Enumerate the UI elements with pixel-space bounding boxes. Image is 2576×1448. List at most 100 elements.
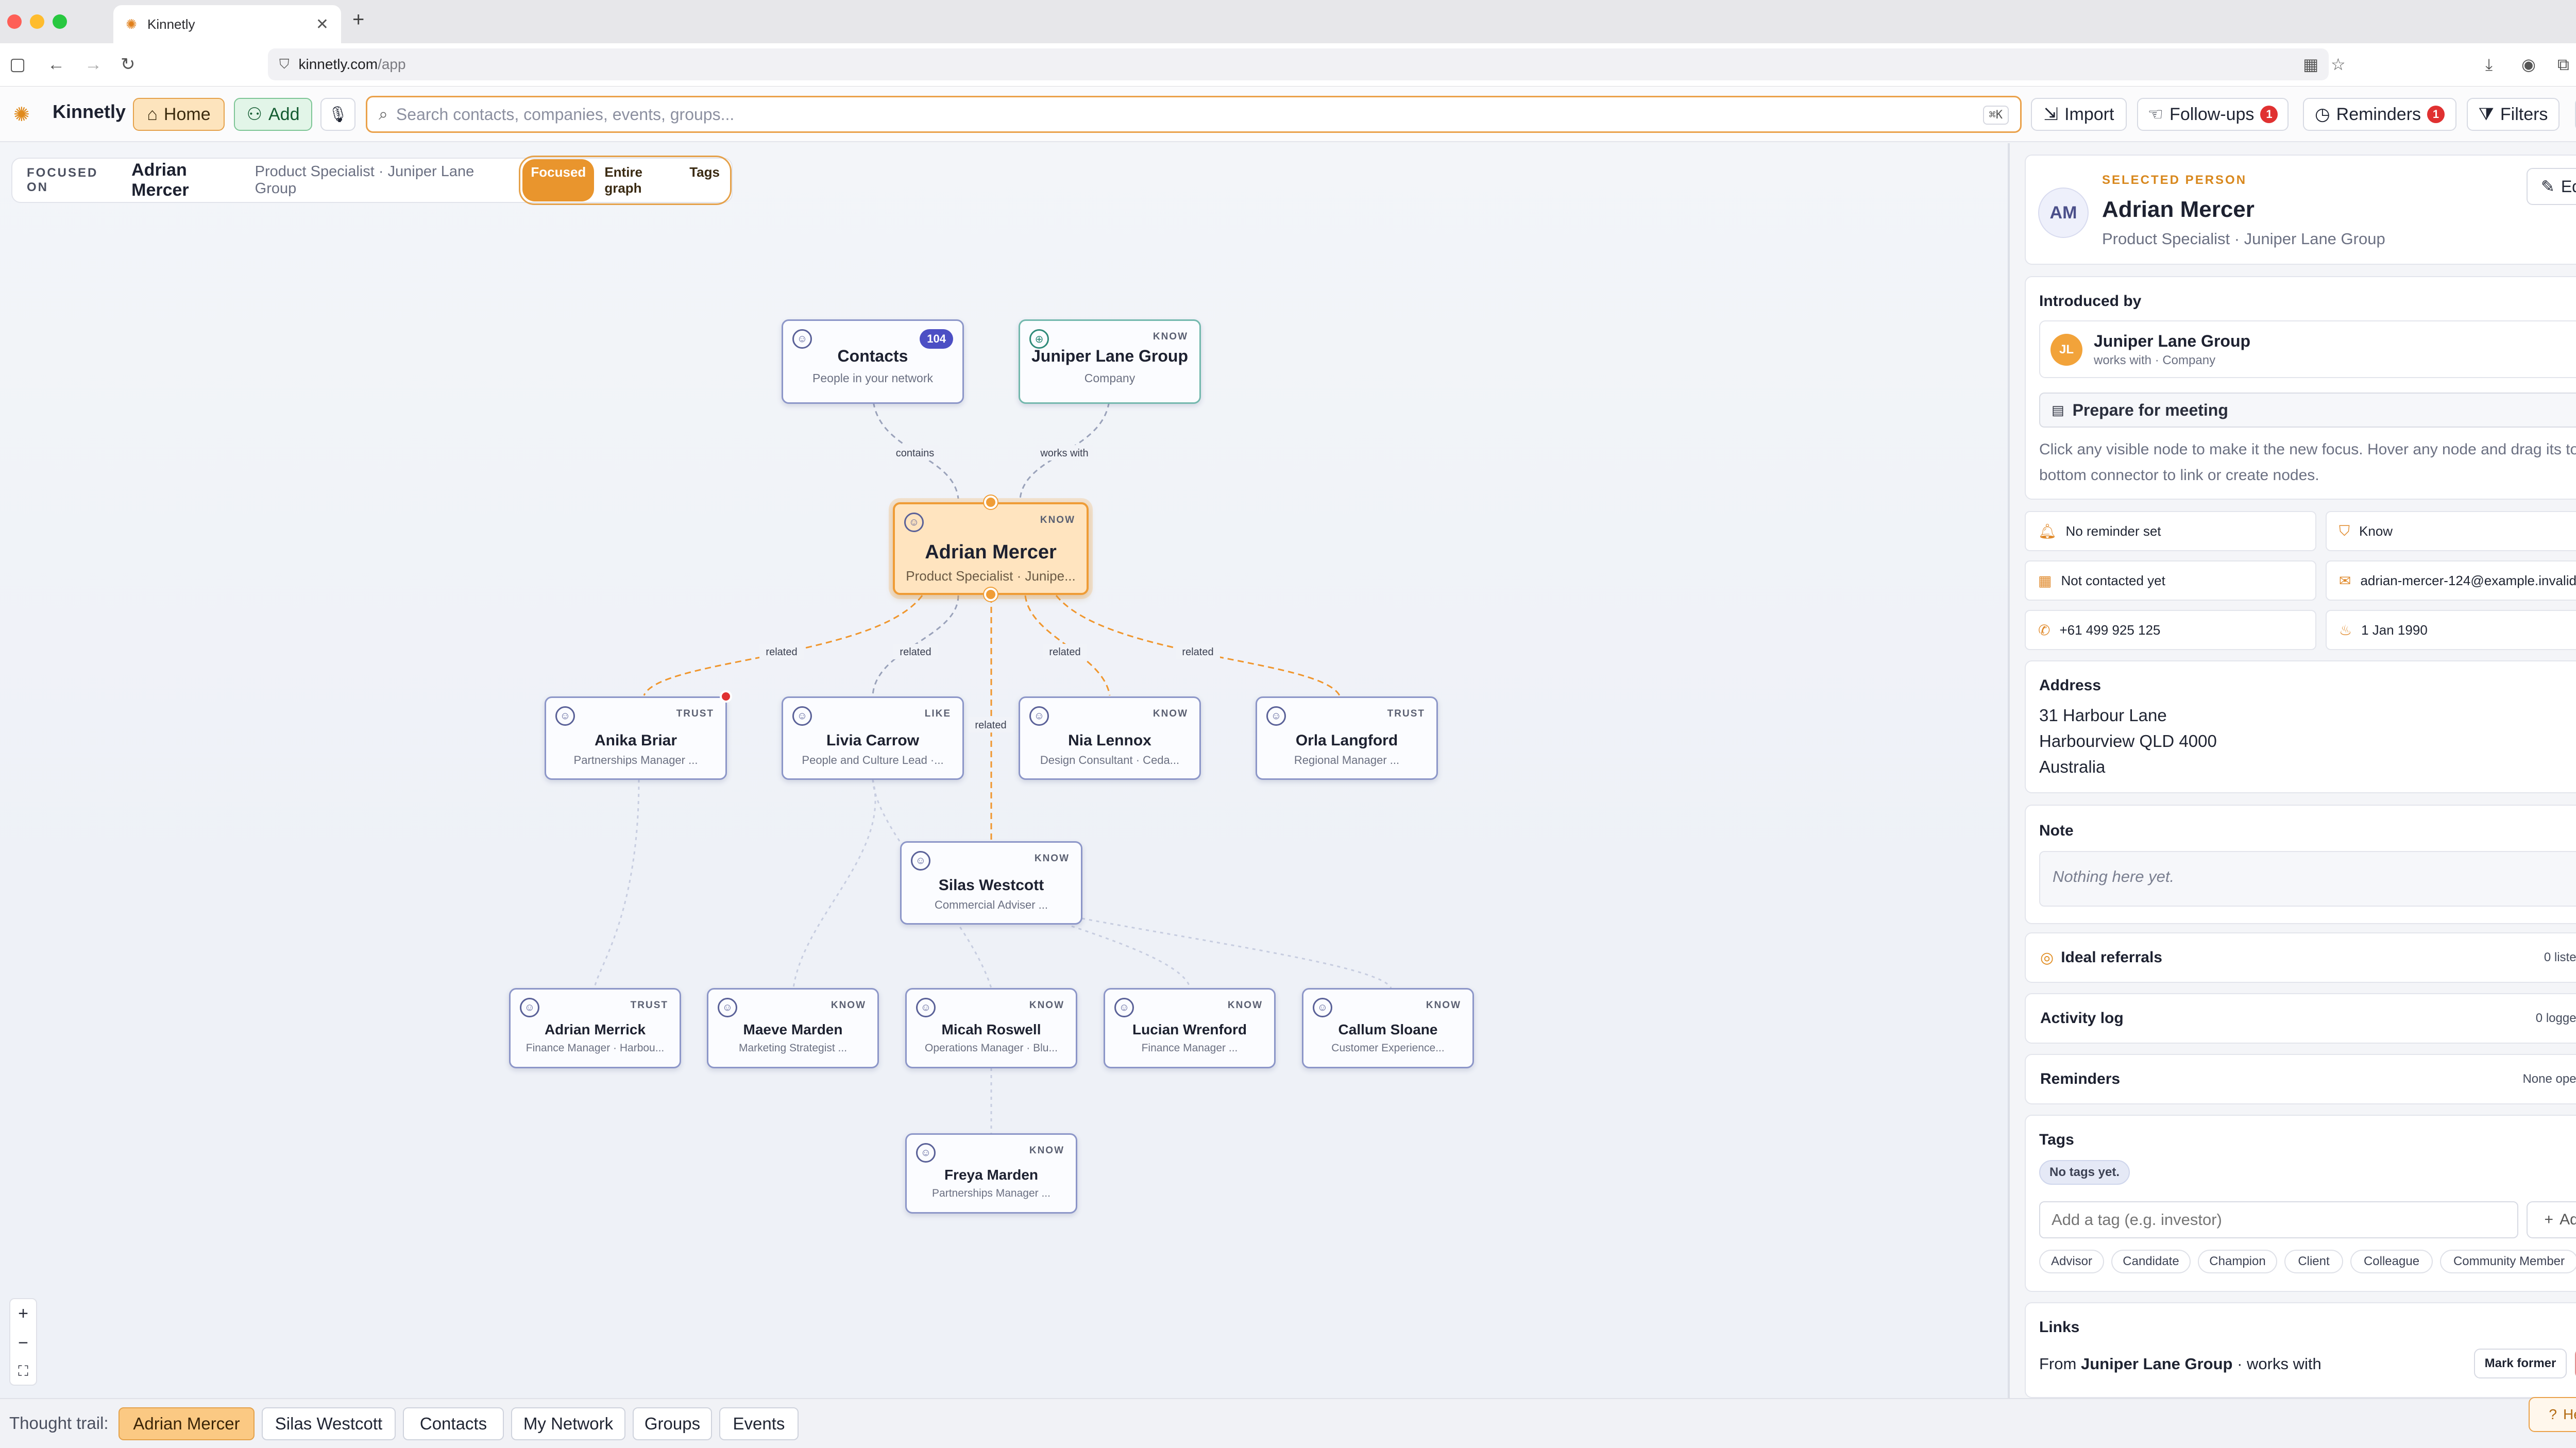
sidebar-toggle-icon[interactable]: ▢ — [9, 55, 26, 74]
introducer-name: Juniper Lane Group — [2094, 332, 2251, 350]
focus-bottom-connector[interactable] — [984, 588, 997, 601]
birthday-field[interactable]: ♨ 1 Jan 1990 — [2326, 610, 2576, 650]
downloads-icon[interactable]: ⤓ — [2485, 55, 2493, 74]
node-subtitle: Partnerships Manager ... — [932, 1187, 1050, 1199]
activity-log-section[interactable]: Activity log 0 logged⌄ — [2025, 993, 2576, 1044]
voice-input-button[interactable]: 🎙︎ — [320, 98, 355, 131]
node-name: Maeve Marden — [743, 1021, 843, 1037]
search-icon: ⌕ — [379, 105, 388, 123]
node-orla-langford[interactable]: ☺ TRUST Orla Langford Regional Manager .… — [1256, 696, 1438, 780]
relationship-label: KNOW — [831, 1000, 866, 1011]
zoom-in-icon[interactable]: + — [18, 1304, 28, 1324]
extensions-icon[interactable]: ⧉ — [2557, 55, 2569, 74]
node-freya-marden[interactable]: ☺ KNOW Freya Marden Partnerships Manager… — [905, 1133, 1077, 1214]
zoom-out-icon[interactable]: − — [18, 1333, 28, 1353]
node-livia-carrow[interactable]: ☺ LIKE Livia Carrow People and Culture L… — [782, 696, 964, 780]
node-subtitle: Company — [1084, 371, 1136, 385]
panel-divider[interactable] — [2008, 143, 2010, 1398]
tag-suggestion[interactable]: Client — [2284, 1250, 2343, 1273]
last-contacted[interactable]: ▦ Not contacted yet — [2025, 560, 2316, 601]
last-contacted-text: Not contacted yet — [2061, 572, 2165, 588]
person-icon: ☺ — [718, 998, 737, 1017]
forward-icon[interactable]: → — [84, 55, 102, 74]
node-anika-briar[interactable]: ☺ TRUST Anika Briar Partnerships Manager… — [545, 696, 727, 780]
email-field[interactable]: ✉ adrian-mercer-124@example.invalid — [2326, 560, 2576, 601]
trail-item-silas-westcott[interactable]: Silas Westcott — [262, 1407, 396, 1440]
node-maeve-marden[interactable]: ☺ KNOW Maeve Marden Marketing Strategist… — [707, 988, 879, 1068]
trail-item-my-network[interactable]: My Network — [511, 1407, 625, 1440]
tag-suggestion[interactable]: Colleague — [2350, 1250, 2433, 1273]
node-callum-sloane[interactable]: ☺ KNOW Callum Sloane Customer Experience… — [1302, 988, 1474, 1068]
edit-button[interactable]: ✎ Edit — [2527, 168, 2576, 205]
relationship-label: TRUST — [1387, 708, 1425, 719]
link-company[interactable]: Juniper Lane Group — [2080, 1355, 2233, 1373]
introducer-row[interactable]: JL Juniper Lane Group works with · Compa… — [2039, 320, 2576, 378]
browser-tab[interactable]: ✺ Kinnetly ✕ — [113, 5, 341, 43]
reminder-status[interactable]: 🔔︎ No reminder set — [2025, 511, 2316, 551]
minimize-window-button[interactable] — [30, 14, 44, 29]
help-button[interactable]: ? Help — [2529, 1397, 2576, 1432]
relationship-level[interactable]: ⛉ Know — [2326, 511, 2576, 551]
tag-suggestion[interactable]: Advisor — [2039, 1250, 2104, 1273]
account-icon[interactable]: ◉ — [2521, 55, 2536, 74]
trail-item-events[interactable]: Events — [719, 1407, 799, 1440]
url-field[interactable]: ⛉ kinnetly.com/app — [268, 48, 2329, 80]
node-micah-roswell[interactable]: ☺ KNOW Micah Roswell Operations Manager … — [905, 988, 1077, 1068]
node-name: Nia Lennox — [1068, 732, 1151, 749]
note-field[interactable]: Nothing here yet. — [2039, 851, 2576, 907]
add-tag-button[interactable]: + Add — [2527, 1201, 2576, 1238]
bell-icon: 🔔︎ — [2038, 523, 2057, 539]
focus-name: Adrian Mercer — [131, 160, 189, 200]
tags-card: Tags No tags yet. + Add Advisor Candidat… — [2025, 1115, 2576, 1292]
trail-item-groups[interactable]: Groups — [633, 1407, 712, 1440]
filters-button[interactable]: ⧩ Filters — [2467, 98, 2560, 131]
reminders-section[interactable]: Reminders None open⌄ — [2025, 1054, 2576, 1104]
node-adrian-merrick[interactable]: ☺ TRUST Adrian Merrick Finance Manager ·… — [509, 988, 681, 1068]
close-window-button[interactable] — [7, 14, 22, 29]
node-silas-westcott[interactable]: ☺ KNOW Silas Westcott Commercial Adviser… — [900, 841, 1082, 925]
fit-view-icon[interactable]: ⛶ — [18, 1362, 28, 1379]
import-button[interactable]: ⇲ Import — [2031, 98, 2127, 131]
home-button[interactable]: ⌂ Home — [133, 98, 225, 131]
node-contacts[interactable]: ☺ 104 Contacts People in your network — [782, 319, 964, 404]
tag-suggestion[interactable]: Candidate — [2111, 1250, 2191, 1273]
mark-former-button[interactable]: Mark former — [2474, 1349, 2567, 1378]
mode-focused[interactable]: Focused — [522, 159, 595, 201]
no-tags-chip: No tags yet. — [2039, 1160, 2130, 1185]
node-lucian-wrenford[interactable]: ☺ KNOW Lucian Wrenford Finance Manager .… — [1104, 988, 1276, 1068]
mode-tags[interactable]: Tags — [689, 164, 720, 180]
phone-field[interactable]: ✆ +61 499 925 125 — [2025, 610, 2316, 650]
import-icon: ⇲ — [2043, 105, 2059, 124]
node-name: Freya Marden — [944, 1167, 1039, 1183]
mode-entire-graph[interactable]: Entire graph — [604, 164, 643, 196]
relationship-label: KNOW — [1029, 1000, 1064, 1011]
new-tab-icon[interactable]: + — [352, 8, 365, 31]
ideal-referrals-section[interactable]: ◎ Ideal referrals 0 listed⌄ — [2025, 932, 2576, 983]
tag-suggestion[interactable]: Community Member — [2440, 1250, 2576, 1273]
search-bar[interactable]: ⌕ ⌘K — [366, 96, 2022, 133]
node-company[interactable]: ⊕ KNOW Juniper Lane Group Company — [1019, 319, 1201, 404]
focus-top-connector[interactable] — [984, 496, 997, 509]
reminders-button[interactable]: ◷ Reminders 1 — [2303, 98, 2456, 131]
followups-button[interactable]: ☜ Follow-ups 1 — [2137, 98, 2289, 131]
person-icon: ☺ — [520, 998, 539, 1017]
node-focus-person[interactable]: ☺ KNOW Adrian Mercer Product Specialist … — [893, 502, 1089, 595]
person-icon: ☺ — [1029, 706, 1049, 726]
qr-code-icon[interactable]: ▦ — [2303, 55, 2319, 74]
prepare-meeting-button[interactable]: ▤ Prepare for meeting — [2039, 393, 2576, 428]
close-tab-icon[interactable]: ✕ — [315, 15, 329, 33]
site-info-icon[interactable]: ⛉ — [279, 56, 290, 72]
reload-icon[interactable]: ↻ — [121, 55, 135, 74]
trail-item-contacts[interactable]: Contacts — [403, 1407, 504, 1440]
tag-suggestion[interactable]: Champion — [2198, 1250, 2277, 1273]
node-nia-lennox[interactable]: ☺ KNOW Nia Lennox Design Consultant · Ce… — [1019, 696, 1201, 780]
search-input[interactable] — [396, 105, 1942, 124]
bookmark-star-icon[interactable]: ☆ — [2331, 55, 2346, 74]
back-icon[interactable]: ← — [47, 55, 65, 74]
trail-item-adrian-mercer[interactable]: Adrian Mercer — [118, 1407, 255, 1440]
maximize-window-button[interactable] — [53, 14, 67, 29]
cake-icon: ♨ — [2339, 622, 2352, 638]
add-button[interactable]: ⚇ Add — [234, 98, 312, 131]
help-label: Help — [2563, 1406, 2576, 1422]
add-tag-input[interactable] — [2039, 1201, 2518, 1238]
